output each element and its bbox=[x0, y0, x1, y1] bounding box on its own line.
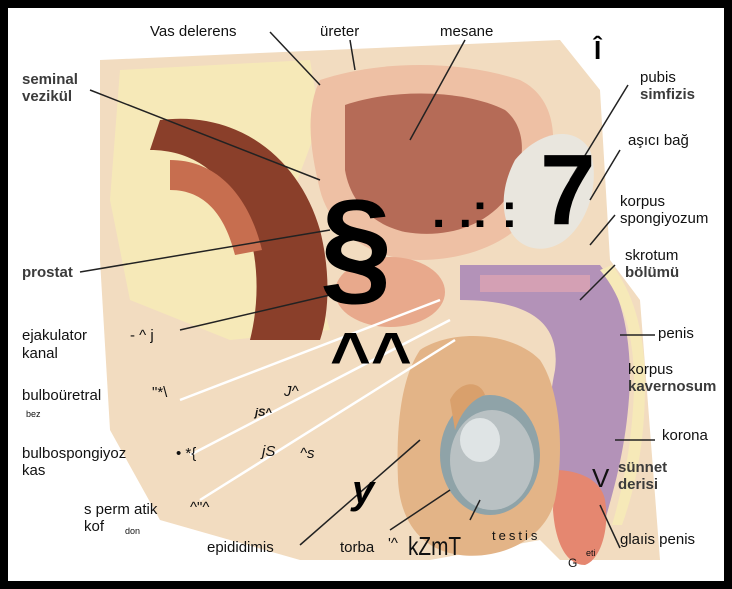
label-kzmt: kZmT bbox=[408, 538, 461, 554]
label-glans-penis: glaıis penis bbox=[620, 532, 695, 548]
label-korpus-kavernosum-1: korpus bbox=[628, 362, 673, 378]
label-ejakulator-2: kanal bbox=[22, 346, 58, 362]
label-korpus-spongiyozum-2: spongiyozum bbox=[620, 211, 708, 227]
stray-y: y bbox=[352, 470, 374, 510]
label-skrotum: skrotum bbox=[625, 248, 678, 264]
label-vas-deferens: Vas delerens bbox=[150, 24, 236, 40]
label-eti: eti bbox=[586, 545, 596, 561]
label-torba-artifact: '^ bbox=[388, 536, 398, 552]
stray-js1: jS^ bbox=[255, 405, 272, 421]
label-asici-bag: aşıcı bağ bbox=[628, 133, 689, 149]
label-bulbospongiyoz-1: bulbospongiyoz bbox=[22, 446, 126, 462]
label-bulbospongiyoz-2: kas bbox=[22, 463, 45, 479]
label-sunnet-2: derisi bbox=[618, 477, 658, 493]
label-korpus-kavernosum-2: kavernosum bbox=[628, 379, 716, 395]
label-spermatik-1: s perm atik bbox=[84, 502, 157, 518]
label-bulbouretral-1: bulboüretral bbox=[22, 388, 101, 404]
label-korona: korona bbox=[662, 428, 708, 444]
label-ureter: üreter bbox=[320, 24, 359, 40]
label-prostat: prostat bbox=[22, 265, 73, 281]
label-pubis: pubis bbox=[640, 70, 676, 86]
label-mesane: mesane bbox=[440, 24, 493, 40]
label-spermatik-3: don bbox=[125, 523, 140, 539]
stray-wave: ^^ bbox=[330, 322, 412, 392]
label-spermatik-2: kof bbox=[84, 519, 104, 535]
label-bulbouretral-artifact: "*\ bbox=[152, 385, 167, 401]
stray-seven: 7 bbox=[540, 140, 596, 240]
stray-j1: J^ bbox=[284, 384, 299, 400]
label-torba: torba bbox=[340, 540, 374, 556]
label-penis: penis bbox=[658, 326, 694, 342]
label-seminal-1: seminal bbox=[22, 72, 78, 88]
label-ejakulator-artifact: - ^ j bbox=[130, 328, 154, 344]
stray-colons: . .: : bbox=[432, 188, 517, 236]
stray-section-sign: § bbox=[320, 180, 392, 310]
label-ejakulator-1: ejakulator bbox=[22, 328, 87, 344]
label-g-artifact: G bbox=[568, 555, 577, 571]
label-seminal-2: vezikül bbox=[22, 89, 72, 105]
stray-js2: jS bbox=[262, 444, 275, 460]
label-epididimis: epididimis bbox=[207, 540, 274, 556]
stray-v: V bbox=[592, 465, 609, 491]
label-sunnet-1: sünnet bbox=[618, 460, 667, 476]
stray-s: ^s bbox=[300, 446, 315, 462]
stray-hat: Î bbox=[594, 42, 601, 58]
label-bulbouretral-2: bez bbox=[26, 406, 41, 422]
label-bolumu: bölümü bbox=[625, 265, 679, 281]
label-simfizis: simfizis bbox=[640, 87, 695, 103]
label-testis: testis bbox=[492, 528, 540, 544]
label-spermatik-artifact: ^"^ bbox=[190, 500, 209, 516]
label-bulbospongiyoz-artifact: • *{ bbox=[176, 446, 196, 462]
label-korpus-spongiyozum-1: korpus bbox=[620, 194, 665, 210]
